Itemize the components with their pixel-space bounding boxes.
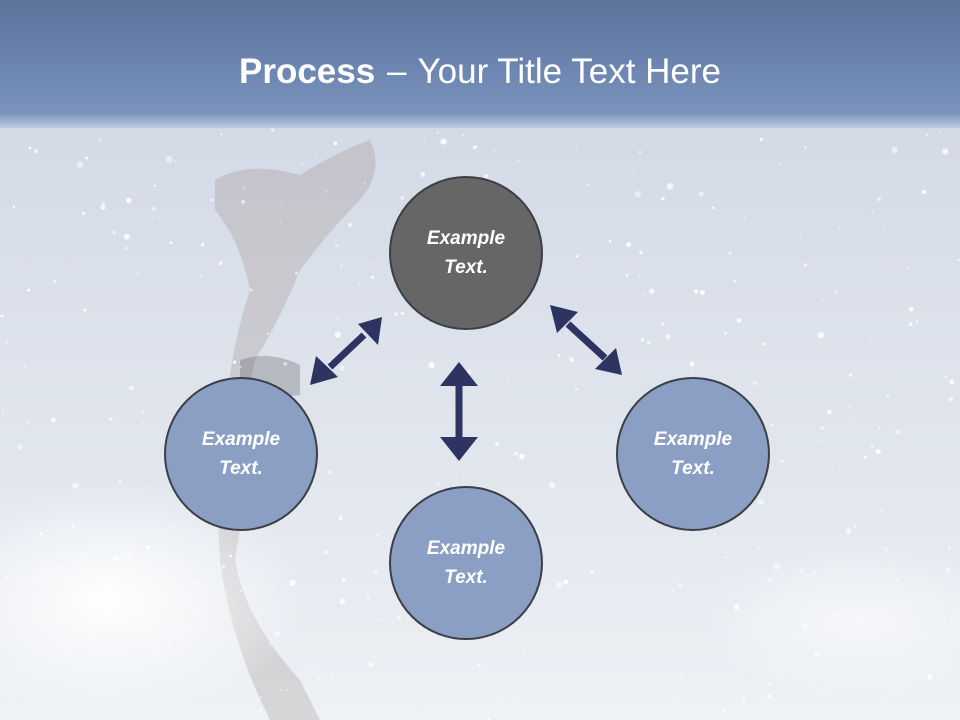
node-left-label: Example Text. xyxy=(181,425,301,483)
node-top-line1: Example xyxy=(426,228,506,249)
node-left-line1: Example xyxy=(201,429,281,450)
node-bottom-label: Example Text. xyxy=(406,534,526,592)
node-bottom-line2: Text. xyxy=(444,567,488,588)
node-top-label: Example Text. xyxy=(406,224,526,282)
node-top-line2: Text. xyxy=(444,257,488,278)
process-node-top: Example Text. xyxy=(389,176,543,330)
title-separator: – xyxy=(386,52,407,91)
node-left-line2: Text. xyxy=(219,458,263,479)
title-rest: Your Title Text Here xyxy=(417,52,722,91)
node-right-label: Example Text. xyxy=(633,425,753,483)
title-bold: Process xyxy=(238,52,376,91)
double-arrow-vertical xyxy=(440,362,478,461)
node-right-line2: Text. xyxy=(671,458,715,479)
process-node-right: Example Text. xyxy=(616,377,770,531)
process-node-left: Example Text. xyxy=(164,377,318,531)
node-right-line1: Example xyxy=(653,429,733,450)
title-bar xyxy=(0,0,960,128)
node-bottom-line1: Example xyxy=(426,538,506,559)
double-arrow-upper-left xyxy=(310,317,382,385)
double-arrow-upper-right xyxy=(550,305,622,375)
page-title: Process – Your Title Text Here xyxy=(0,52,960,92)
process-node-bottom: Example Text. xyxy=(389,486,543,640)
